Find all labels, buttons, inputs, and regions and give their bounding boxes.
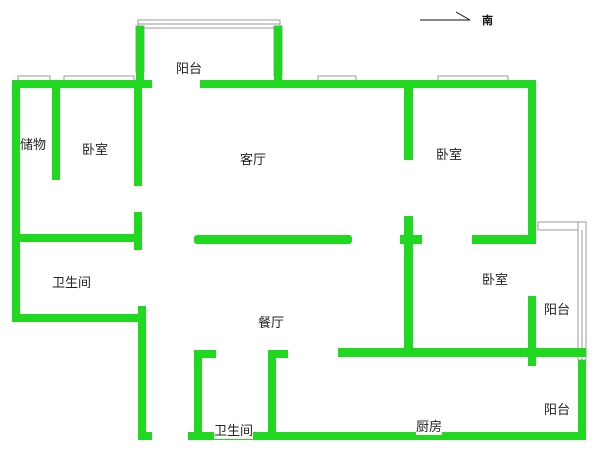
wall (200, 80, 535, 88)
wall (138, 432, 152, 440)
room-label-bedroom-right-bottom: 卧室 (482, 273, 509, 288)
wall (12, 80, 152, 88)
wall (52, 80, 60, 180)
room-label-storage: 储物 (20, 138, 47, 153)
wall (338, 348, 586, 357)
wall (578, 360, 586, 440)
wall (134, 212, 142, 250)
compass-arrow-icon (420, 11, 471, 21)
wall (194, 235, 352, 244)
wall (528, 80, 536, 244)
wall (268, 350, 276, 440)
wall (136, 26, 144, 86)
wall (188, 432, 586, 440)
room-label-kitchen: 厨房 (416, 420, 443, 435)
wall (268, 350, 288, 358)
room-label-living-room: 客厅 (240, 153, 267, 168)
wall (194, 350, 216, 358)
wall (274, 26, 282, 86)
compass-label: 南 (482, 14, 493, 27)
wall (400, 235, 422, 244)
wall (472, 235, 536, 244)
wall (12, 234, 142, 242)
room-label-bathroom-bottom: 卫生间 (214, 424, 254, 439)
room-label-balcony-right-bottom: 阳台 (544, 403, 571, 418)
wall (404, 86, 413, 160)
wall (134, 80, 142, 186)
window-balcony-top (135, 19, 283, 77)
wall (404, 216, 413, 354)
walls (12, 26, 586, 440)
window-balcony-right (537, 221, 587, 361)
room-label-bedroom-right-top: 卧室 (436, 148, 463, 163)
wall (528, 296, 536, 366)
room-label-balcony-right-mid: 阳台 (544, 303, 571, 318)
wall (12, 80, 20, 322)
room-label-bathroom-left: 卫生间 (52, 276, 92, 291)
room-label-dining-room: 餐厅 (258, 316, 285, 331)
wall (12, 314, 142, 322)
room-label-balcony-top: 阳台 (176, 62, 203, 77)
wall (138, 306, 146, 440)
wall (194, 350, 202, 440)
room-label-bedroom-left: 卧室 (82, 143, 109, 158)
